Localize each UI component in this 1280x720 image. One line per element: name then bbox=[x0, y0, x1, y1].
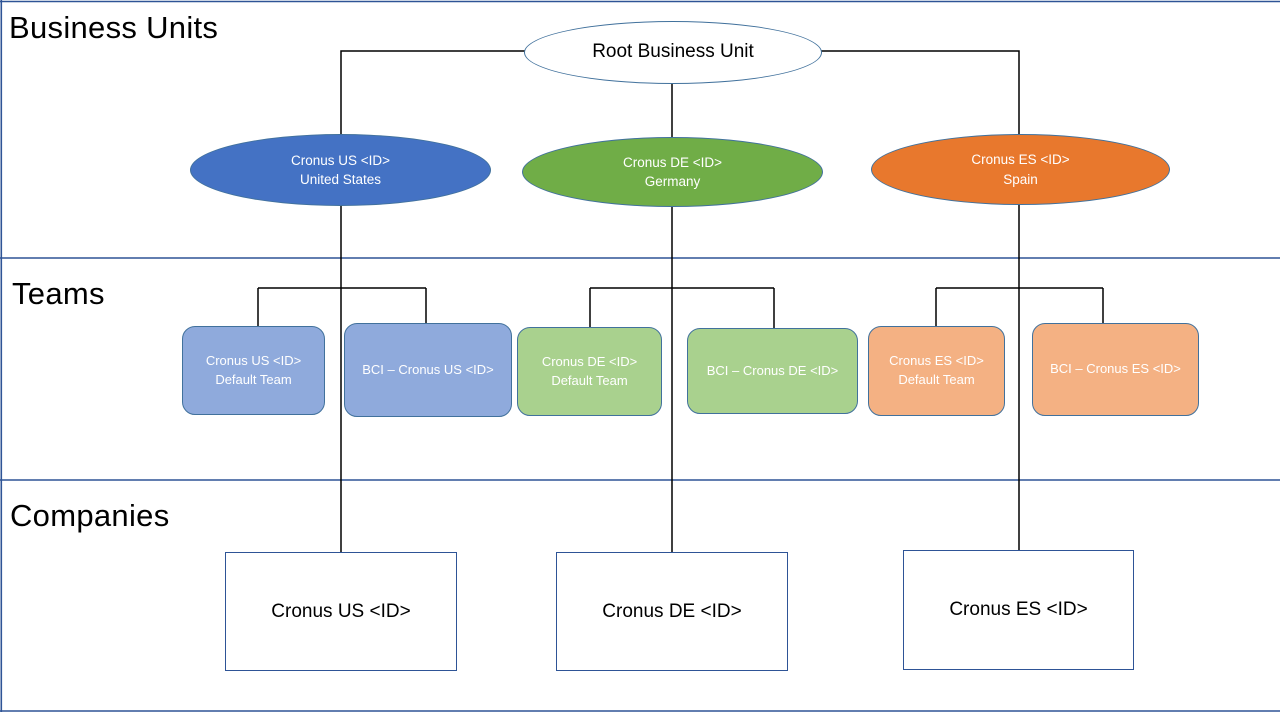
node-team-de-default-line2: Default Team bbox=[551, 372, 628, 388]
node-root-business-unit[interactable]: Root Business Unit bbox=[524, 21, 822, 84]
node-bu-us-line1: Cronus US <ID> bbox=[290, 152, 391, 168]
band-label-business-units: Business Units bbox=[9, 10, 219, 45]
root-to-bu-connectors bbox=[340, 50, 1020, 151]
node-team-de-bci-line1: BCI – Cronus DE <ID> bbox=[706, 362, 839, 378]
node-bu-es-line2: Spain bbox=[1003, 171, 1038, 187]
node-team-us-default-line2: Default Team bbox=[215, 371, 292, 387]
bu-to-team-connectors bbox=[257, 204, 1104, 553]
connector-root-us bbox=[340, 50, 525, 151]
node-company-us-label: Cronus US <ID> bbox=[271, 600, 411, 622]
node-bu-de-line2: Germany bbox=[644, 174, 701, 189]
node-bu-us-line2: United States bbox=[299, 172, 382, 187]
node-company-de[interactable]: Cronus DE <ID> bbox=[556, 552, 788, 671]
node-root-label: Root Business Unit bbox=[592, 41, 754, 63]
band-label-companies: Companies bbox=[10, 498, 170, 533]
node-company-de-label: Cronus DE <ID> bbox=[602, 600, 742, 622]
node-team-es-default-line1: Cronus ES <ID> bbox=[889, 353, 984, 369]
node-business-unit-us[interactable]: Cronus US <ID> United States bbox=[190, 134, 491, 206]
node-business-unit-de[interactable]: Cronus DE <ID> Germany bbox=[522, 137, 823, 207]
node-team-us-bci-line1: BCI – Cronus US <ID> bbox=[362, 361, 494, 377]
node-team-us-bci[interactable]: BCI – Cronus US <ID> bbox=[344, 323, 512, 417]
node-team-es-bci-line1: BCI – Cronus ES <ID> bbox=[1050, 361, 1181, 377]
node-team-de-default[interactable]: Cronus DE <ID> Default Team bbox=[517, 327, 662, 416]
node-team-es-default-line2: Default Team bbox=[898, 372, 975, 387]
node-team-de-bci[interactable]: BCI – Cronus DE <ID> bbox=[687, 328, 858, 414]
connector-root-es bbox=[820, 50, 1020, 150]
band-label-teams: Teams bbox=[12, 276, 105, 311]
node-team-es-default[interactable]: Cronus ES <ID> Default Team bbox=[868, 326, 1005, 416]
node-company-us[interactable]: Cronus US <ID> bbox=[225, 552, 457, 671]
node-team-us-default[interactable]: Cronus US <ID> Default Team bbox=[182, 326, 325, 415]
node-company-es-label: Cronus ES <ID> bbox=[949, 599, 1088, 620]
node-bu-es-line1: Cronus ES <ID> bbox=[971, 152, 1070, 168]
node-bu-de-line1: Cronus DE <ID> bbox=[622, 154, 723, 170]
node-company-es[interactable]: Cronus ES <ID> bbox=[903, 550, 1134, 670]
node-business-unit-es[interactable]: Cronus ES <ID> Spain bbox=[871, 134, 1170, 205]
node-team-de-default-line1: Cronus DE <ID> bbox=[541, 353, 638, 369]
node-team-us-default-line1: Cronus US <ID> bbox=[205, 352, 302, 368]
node-team-es-bci[interactable]: BCI – Cronus ES <ID> bbox=[1032, 323, 1199, 416]
